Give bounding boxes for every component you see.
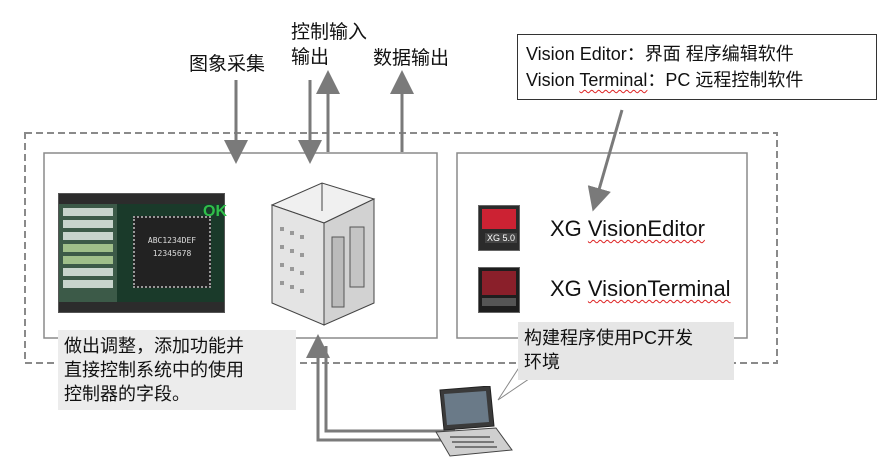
vision-terminal-icon	[478, 267, 520, 313]
chip-text-line2: 12345678	[152, 249, 192, 258]
callout-line2: Vision Terminal：PC 远程控制软件	[526, 67, 868, 93]
vision-editor-icon: XG 5.0	[478, 205, 520, 251]
laptop-image	[435, 386, 513, 457]
control-io-line1: 控制输入	[291, 22, 368, 43]
software-callout: Vision Editor：界面 程序编辑软件 Vision Terminal：…	[517, 34, 877, 100]
monitor-status-bar	[59, 302, 224, 312]
ok-indicator: OK	[203, 203, 227, 220]
monitor-title-bar	[59, 194, 224, 204]
pc-note: 构建程序使用PC开发 环境	[518, 322, 734, 380]
controller-note-line3: 控制器的字段。	[64, 384, 190, 404]
laptop-connector-inner	[324, 346, 455, 433]
vision-editor-name: VisionEditor	[587, 216, 705, 241]
xg-version-badge: XG 5.0	[485, 233, 518, 243]
callout-line2-terminal: Terminal	[579, 70, 648, 90]
data-output-label: 数据输出	[373, 48, 450, 69]
pc-note-line2: 环境	[524, 352, 560, 372]
ic-chip-image: ABC1234DEF 12345678	[133, 216, 211, 288]
controller-note: 做出调整，添加功能并 直接控制系统中的使用 控制器的字段。	[58, 330, 296, 410]
callout-pointer-arrow	[587, 109, 624, 212]
vision-editor-prefix: XG	[550, 216, 588, 241]
monitor-screen-image: ABC1234DEF 12345678 OK	[58, 193, 227, 313]
vision-terminal-prefix: XG	[550, 276, 588, 301]
vision-editor-label: XG VisionEditor	[550, 215, 705, 243]
vision-terminal-label: XG VisionTerminal	[550, 275, 731, 303]
controller-note-line2: 直接控制系统中的使用	[64, 360, 244, 380]
control-io-label: 控制输入 输出	[291, 20, 367, 70]
monitor-side-menu	[59, 204, 117, 304]
pc-note-line1: 构建程序使用PC开发	[524, 328, 694, 348]
callout-line1-prefix: Vision Editor：	[526, 44, 645, 64]
vision-terminal-name: VisionTerminal	[587, 276, 731, 301]
callout-line1: Vision Editor：界面 程序编辑软件	[526, 41, 868, 67]
chip-text-line1: ABC1234DEF	[147, 236, 197, 245]
callout-line2-rest: ：PC 远程控制软件	[647, 70, 804, 90]
control-io-line2: 输出	[291, 47, 330, 68]
image-capture-label: 图象采集	[189, 54, 266, 75]
controller-unit-image	[270, 182, 376, 326]
callout-line1-rest: 界面 程序编辑软件	[644, 44, 794, 64]
laptop-connector-outer	[306, 334, 455, 442]
callout-line2-prefix: Vision	[526, 70, 580, 90]
controller-note-line1: 做出调整，添加功能并	[64, 336, 244, 356]
